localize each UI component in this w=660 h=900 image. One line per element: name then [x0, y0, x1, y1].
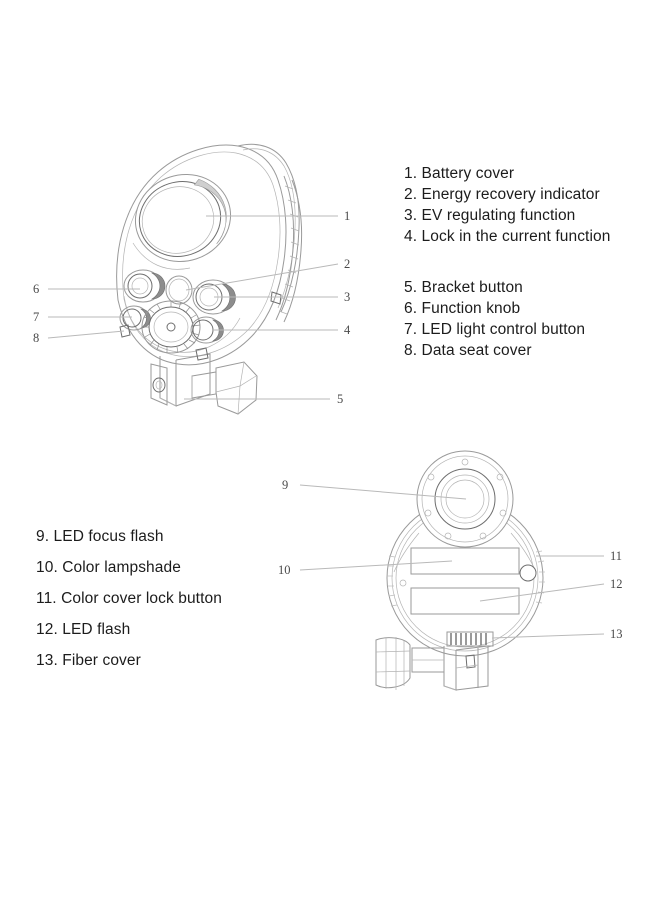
- legend-item-10: 10. Color lampshade: [36, 559, 181, 576]
- battery-cover-ribs: [275, 175, 303, 323]
- legend-item-5: 5. Bracket button: [404, 279, 523, 296]
- legend-item-4: 4. Lock in the current function: [404, 228, 611, 245]
- callout-number-8: 8: [33, 331, 40, 345]
- mounting-bracket: [150, 347, 258, 415]
- legend-item-1: 1. Battery cover: [404, 165, 515, 182]
- legend-block-items-9-13: 9. LED focus flash 10. Color lampshade 1…: [36, 521, 222, 676]
- legend-item-12: 12. LED flash: [36, 621, 131, 638]
- legend-block-items-1-4: 1. Battery cover 2. Energy recovery indi…: [404, 163, 610, 247]
- callout-number-11: 11: [610, 549, 623, 563]
- legend-block-items-5-8: 5. Bracket button 6. Function knob 7. LE…: [404, 277, 585, 361]
- callout-number-9: 9: [282, 478, 289, 492]
- legend-item-7: 7. LED light control button: [404, 321, 586, 338]
- callout-number-13: 13: [610, 627, 623, 641]
- bottom-mounting-bracket: [375, 637, 489, 691]
- legend-item-11: 11. Color cover lock button: [36, 590, 222, 607]
- callout-number-5: 5: [337, 392, 344, 406]
- lens-barrel: [134, 173, 232, 263]
- color-cover-lock-button: [519, 564, 537, 582]
- callout-number-2: 2: [344, 257, 351, 271]
- top-device-leaders: [47, 215, 339, 400]
- bottom-device-leaders: [299, 484, 605, 639]
- knob-upper-right: [192, 279, 236, 315]
- callout-number-6: 6: [33, 282, 40, 296]
- callout-number-3: 3: [344, 290, 351, 304]
- legend-item-8: 8. Data seat cover: [404, 342, 532, 359]
- top-device-illustration: [116, 143, 303, 415]
- fiber-cover: [446, 631, 494, 647]
- energy-recovery-indicator: [165, 275, 193, 305]
- legend-item-6: 6. Function knob: [404, 300, 521, 317]
- callout-number-7: 7: [33, 310, 40, 324]
- legend-item-9: 9. LED focus flash: [36, 528, 164, 545]
- callout-number-4: 4: [344, 323, 351, 337]
- knob-upper-left: [123, 269, 166, 303]
- legend-item-3: 3. EV regulating function: [404, 207, 576, 224]
- bottom-device-illustration: [375, 450, 545, 691]
- callout-number-12: 12: [610, 577, 623, 591]
- callout-number-10: 10: [278, 563, 291, 577]
- callout-number-1: 1: [344, 209, 351, 223]
- legend-item-2: 2. Energy recovery indicator: [404, 186, 600, 203]
- legend-item-13: 13. Fiber cover: [36, 652, 141, 669]
